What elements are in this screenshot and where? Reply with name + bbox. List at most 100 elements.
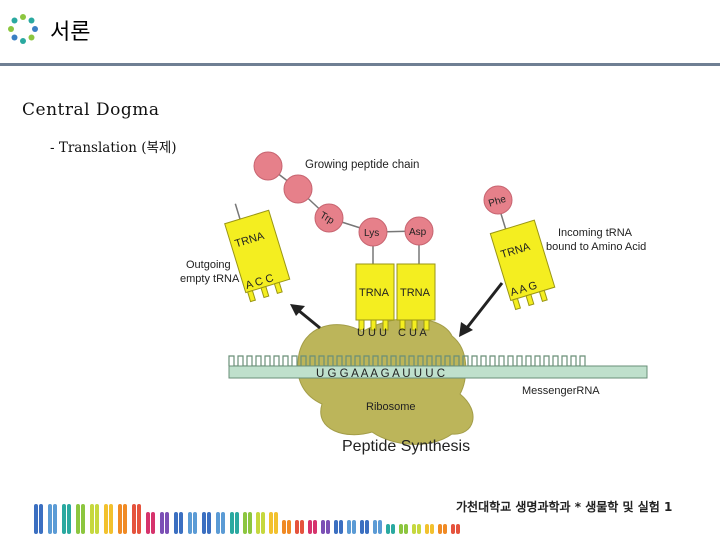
footer-capsule — [235, 512, 239, 534]
footer-capsule — [269, 512, 273, 534]
ribosome-shape — [297, 318, 474, 445]
footer-capsule — [326, 520, 330, 534]
incoming-label-line1: Incoming tRNA — [558, 227, 633, 239]
trna-asp: TRNA C U A — [396, 231, 436, 339]
anticodon-asp: C U A — [398, 327, 427, 339]
trna-lys: TRNA U U U — [355, 232, 395, 339]
footer-capsule — [352, 520, 356, 534]
footer-capsule — [386, 524, 390, 534]
footer-capsule — [443, 524, 447, 534]
footer-capsule — [207, 512, 211, 534]
amino-acid-bead — [283, 174, 313, 204]
footer-capsule — [202, 512, 206, 534]
footer-capsule — [425, 524, 429, 534]
footer-capsule — [48, 504, 52, 534]
ribosome-label: Ribosome — [366, 401, 416, 413]
footer-capsule — [261, 512, 265, 534]
amino-acid-asp — [404, 216, 434, 246]
footer-capsule — [151, 512, 155, 534]
footer-capsule — [174, 512, 178, 534]
footer-capsule — [287, 520, 291, 534]
mrna-sequence: U G G A A A G A U U U C — [316, 368, 445, 380]
footer-capsule — [321, 520, 325, 534]
footer-capsule — [76, 504, 80, 534]
outgoing-label-line2: empty tRNA — [180, 273, 240, 285]
amino-acid-phe — [483, 185, 513, 215]
footer-capsule — [146, 512, 150, 534]
footer-capsule — [90, 504, 94, 534]
amino-acid-lys — [358, 217, 388, 247]
footer-capsule — [412, 524, 416, 534]
footer-capsule — [132, 504, 136, 534]
footer-capsule — [339, 520, 343, 534]
footer-capsule — [404, 524, 408, 534]
footer-capsule — [360, 520, 364, 534]
trna-label: TRNA — [359, 287, 390, 299]
amino-acid-trp — [314, 203, 344, 233]
footer-capsule — [399, 524, 403, 534]
footer-capsule — [347, 520, 351, 534]
footer-capsule — [373, 520, 377, 534]
trna-outgoing: TRNA A C C — [224, 203, 291, 303]
footer-capsule — [230, 512, 234, 534]
footer-capsule — [62, 504, 66, 534]
mrna-strand — [228, 355, 648, 379]
footer-capsule — [274, 512, 278, 534]
footer-capsule — [334, 520, 338, 534]
incoming-label-line2: bound to Amino Acid — [546, 241, 646, 253]
footer-capsule — [109, 504, 113, 534]
footer-capsule — [53, 504, 57, 534]
footer-capsule — [308, 520, 312, 534]
amino-asp-label: Asp — [409, 227, 427, 238]
footer-capsule — [165, 512, 169, 534]
footer-capsule — [188, 512, 192, 534]
growing-chain-label: Growing peptide chain — [305, 159, 419, 171]
outgoing-label-line1: Outgoing — [186, 259, 231, 271]
anticodon-lys: U U U — [357, 327, 387, 339]
footer-capsule — [137, 504, 141, 534]
footer-capsule — [313, 520, 317, 534]
footer-capsule — [216, 512, 220, 534]
footer-capsule — [221, 512, 225, 534]
footer-capsule — [243, 512, 247, 534]
logo-ring-icon — [8, 14, 38, 44]
footer-capsule — [118, 504, 122, 534]
footer-capsule — [104, 504, 108, 534]
footer-capsule — [179, 512, 183, 534]
footer-capsule — [417, 524, 421, 534]
footer-capsule — [391, 524, 395, 534]
amino-phe-label: Phe — [487, 194, 508, 210]
footer-capsule — [300, 520, 304, 534]
footer-capsule — [365, 520, 369, 534]
diagram-caption: Peptide Synthesis — [342, 438, 470, 455]
title-divider — [0, 63, 720, 66]
footer-capsule — [123, 504, 127, 534]
footer-capsule — [81, 504, 85, 534]
footer-capsule — [456, 524, 460, 534]
footer-capsule — [193, 512, 197, 534]
footer-capsule — [95, 504, 99, 534]
footer-capsule — [248, 512, 252, 534]
footer-capsule — [451, 524, 455, 534]
slide-title: 서론 — [50, 20, 91, 45]
section-subheading: - Translation (복제) — [50, 140, 177, 156]
footer-capsule — [160, 512, 164, 534]
footer-decoration — [34, 504, 460, 534]
mrna-label: MessengerRNA — [522, 385, 600, 397]
trna-incoming: TRNA A A G — [489, 212, 556, 311]
footer-capsule — [438, 524, 442, 534]
footer-capsule — [430, 524, 434, 534]
footer-capsule — [256, 512, 260, 534]
footer-course-label: 가천대학교 생명과학과 * 생물학 및 실험 1 — [456, 500, 673, 514]
footer-capsule — [34, 504, 38, 534]
outgoing-arrow — [290, 304, 321, 330]
footer-capsule — [67, 504, 71, 534]
footer-capsule — [282, 520, 286, 534]
section-heading: Central Dogma — [22, 100, 160, 120]
amino-lys-label: Lys — [364, 228, 379, 239]
incoming-arrow — [459, 282, 504, 337]
footer-capsule — [378, 520, 382, 534]
footer-capsule — [295, 520, 299, 534]
footer-capsule — [39, 504, 43, 534]
